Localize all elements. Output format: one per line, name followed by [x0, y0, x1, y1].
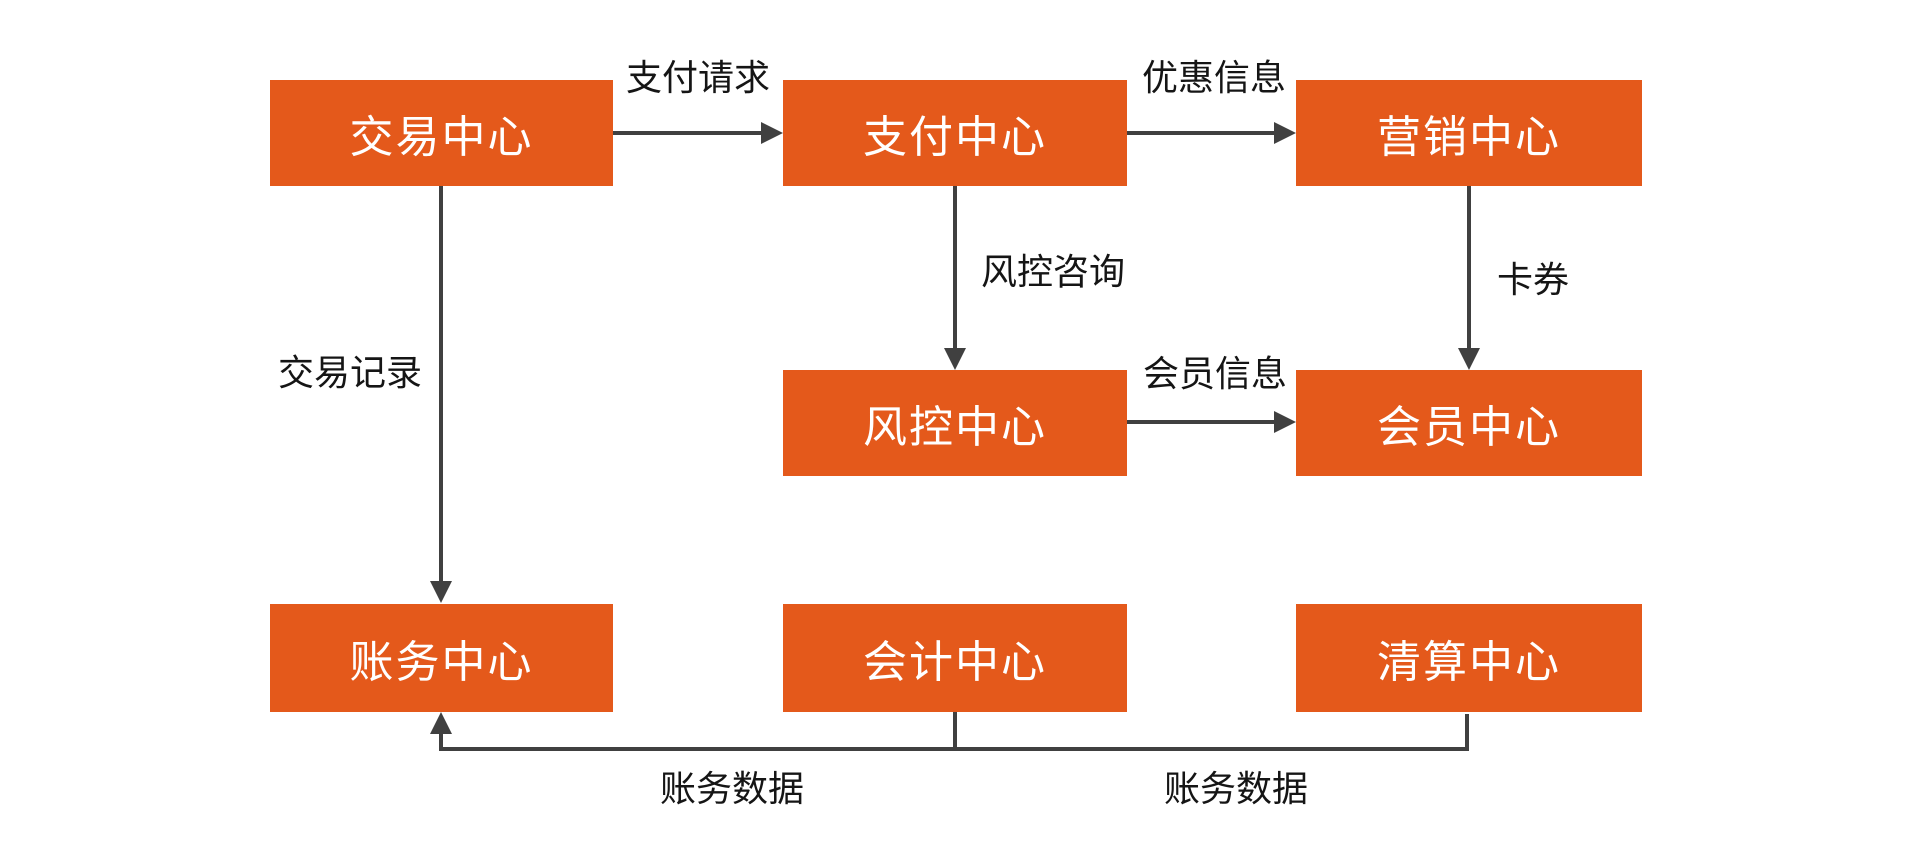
edge-coupon-label: 卡券 [1497, 259, 1570, 300]
node-member-center: 会员中心 [1296, 370, 1642, 476]
edge-promo-info-line [1127, 131, 1275, 135]
node-risk-control-center: 风控中心 [783, 370, 1127, 476]
edge-accounting-data-label-right: 账务数据 [1163, 768, 1309, 809]
node-marketing-center: 营销中心 [1296, 80, 1642, 186]
edge-accounting-data-label-left: 账务数据 [659, 768, 805, 809]
edge-risk-consult-line [953, 186, 957, 350]
edge-transaction-record-line [439, 186, 443, 583]
edge-member-info-line [1127, 420, 1275, 424]
arrowhead-right-icon [761, 122, 783, 144]
edge-clearing-data-stub-line [1465, 714, 1469, 751]
node-transaction-center: 交易中心 [270, 80, 613, 186]
arrowhead-right-icon [1274, 122, 1296, 144]
edge-payment-request-line [613, 131, 763, 135]
edge-payment-request-label: 支付请求 [625, 57, 771, 98]
edge-member-info-label: 会员信息 [1142, 353, 1288, 394]
node-accounting-center: 会计中心 [783, 604, 1127, 712]
edge-risk-consult-label: 风控咨询 [981, 251, 1126, 292]
edge-transaction-record-label: 交易记录 [277, 352, 422, 393]
arrowhead-down-icon [430, 581, 452, 603]
edge-accounting-data-horizontal-line [439, 747, 1469, 751]
arrowhead-up-icon [430, 712, 452, 734]
edge-accounting-data-up-stub-line [439, 734, 443, 751]
arrowhead-down-icon [944, 348, 966, 370]
edge-accounting-data-stub-line [953, 712, 957, 751]
node-payment-center: 支付中心 [783, 80, 1127, 186]
node-clearing-center: 清算中心 [1296, 604, 1642, 712]
edge-coupon-line [1467, 186, 1471, 350]
node-billing-center: 账务中心 [270, 604, 613, 712]
edge-promo-info-label: 优惠信息 [1141, 57, 1287, 98]
arrowhead-right-icon [1274, 411, 1296, 433]
arrowhead-down-icon [1458, 348, 1480, 370]
